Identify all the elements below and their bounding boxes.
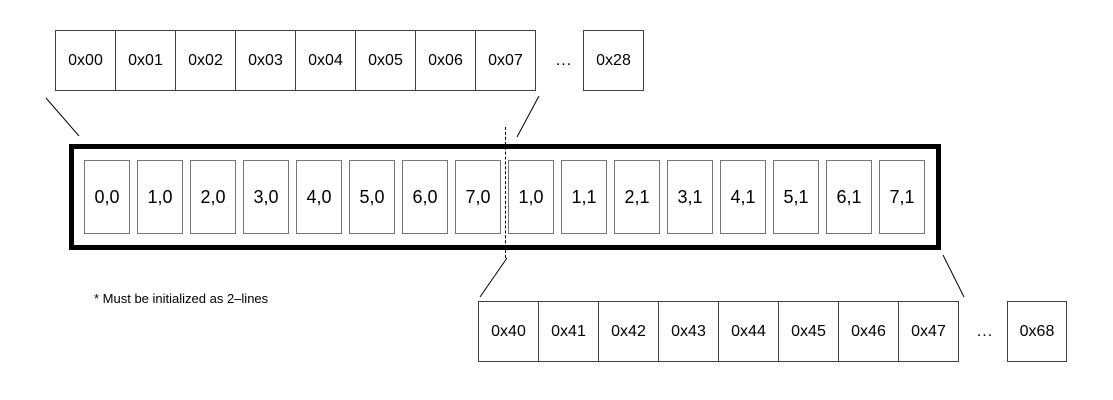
line1-address-cell: 0x04: [295, 30, 356, 91]
line2-address-cell: 0x40: [478, 301, 539, 362]
display-character-cell: 5,1: [773, 160, 819, 234]
display-character-cell: 7,0: [455, 160, 501, 234]
line-boundary-dashed-line: [505, 127, 506, 258]
line2-address-cell: 0x41: [538, 301, 599, 362]
display-character-cell: 0,0: [84, 160, 130, 234]
line2-address-cell: 0x43: [658, 301, 719, 362]
display-character-cell: 5,0: [349, 160, 395, 234]
line1-address-cell: 0x06: [415, 30, 476, 91]
line1-address-cell: 0x00: [55, 30, 116, 91]
line2-address-cell: 0x47: [898, 301, 959, 362]
display-character-cell: 4,1: [720, 160, 766, 234]
line2-last-address-cell: 0x68: [1007, 301, 1067, 362]
line1-address-cell: 0x01: [115, 30, 176, 91]
footnote: * Must be initialized as 2–lines: [94, 291, 269, 306]
display-character-cell: 3,0: [243, 160, 289, 234]
connector-top-right-line: [516, 95, 540, 138]
display-character-cell: 7,1: [879, 160, 925, 234]
connector-bottom-left-line: [479, 257, 508, 298]
line2-address-cell: 0x42: [598, 301, 659, 362]
line1-ellipsis: ...: [555, 51, 573, 69]
line1-address-cell: 0x03: [235, 30, 296, 91]
connector-top-left-line: [45, 97, 80, 137]
display-character-cell: 4,0: [296, 160, 342, 234]
line2-address-cell: 0x46: [838, 301, 899, 362]
display-character-cell: 1,1: [561, 160, 607, 234]
line1-address-cell: 0x02: [175, 30, 236, 91]
line2-address-cell: 0x44: [718, 301, 779, 362]
line1-address-cell: 0x05: [355, 30, 416, 91]
display-character-cell: 6,0: [402, 160, 448, 234]
line2-address-cell: 0x45: [778, 301, 839, 362]
connector-bottom-right-line: [942, 254, 965, 298]
line1-last-address-cell: 0x28: [583, 30, 644, 91]
display-character-cell: 2,1: [614, 160, 660, 234]
line1-address-cell: 0x07: [475, 30, 536, 91]
line2-ellipsis: ...: [976, 322, 994, 340]
display-character-cell: 2,0: [190, 160, 236, 234]
display-character-cell: 3,1: [667, 160, 713, 234]
display-character-cell: 6,1: [826, 160, 872, 234]
display-character-cell: 1,0: [508, 160, 554, 234]
display-character-cell: 1,0: [137, 160, 183, 234]
